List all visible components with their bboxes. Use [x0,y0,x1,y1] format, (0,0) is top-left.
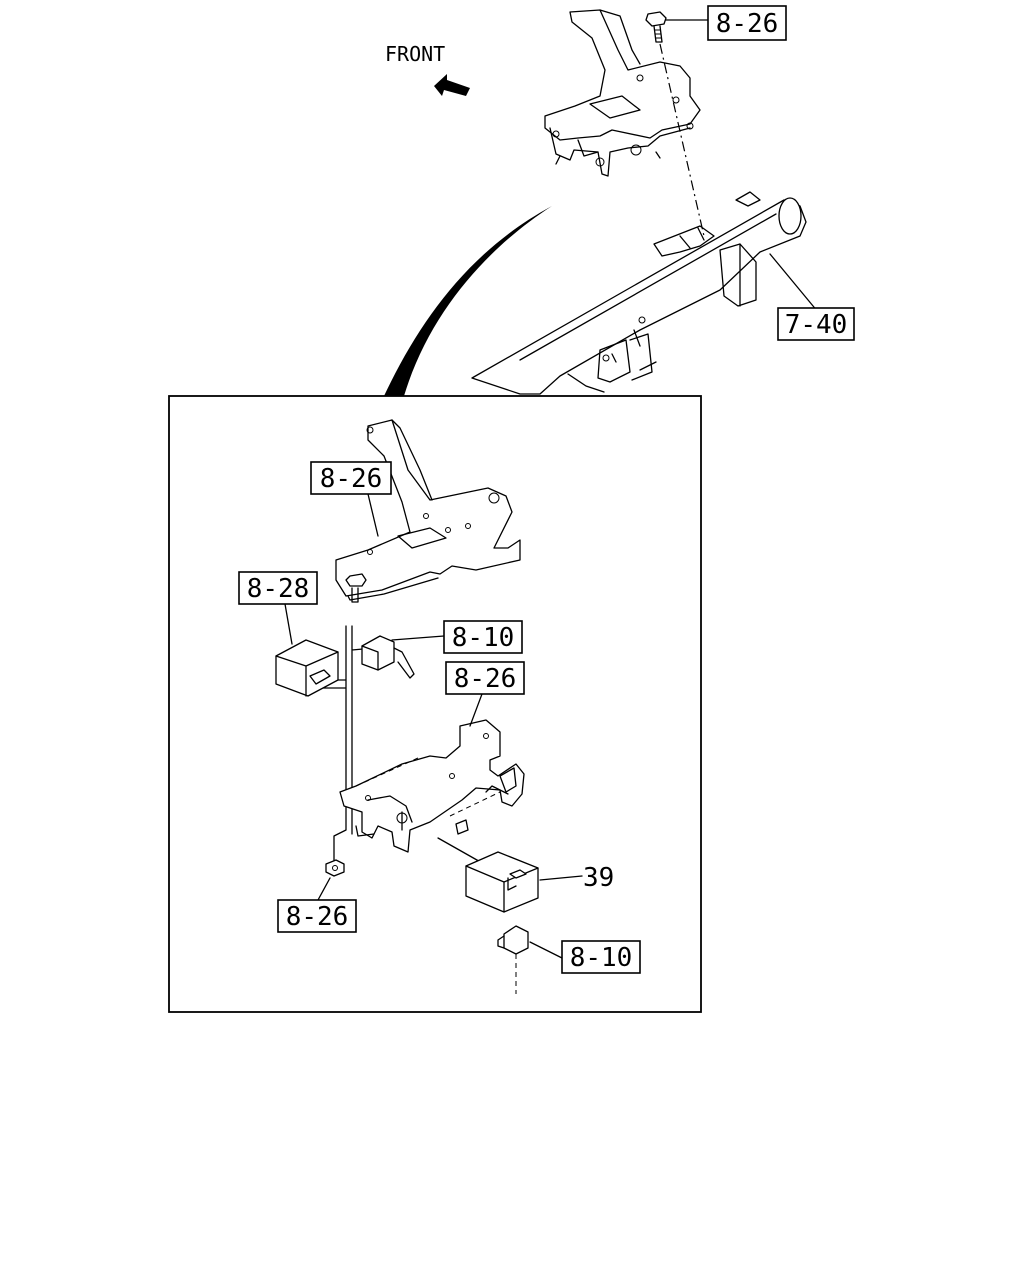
front-indicator: FRONT [385,42,470,96]
detail-upper-bracket [335,419,521,601]
front-label: FRONT [385,42,445,66]
callout-detail-module: 8-28 [238,571,318,605]
front-arrow-icon [434,74,470,96]
detail-lower-bracket [339,719,525,853]
callout-detail-connector-lower: 8-10 [561,940,641,974]
callout-detail-relay: 39 [583,863,614,893]
callout-crossmember: 7-40 [777,307,855,341]
callout-detail-connector-upper: 8-10 [443,620,523,654]
callout-top-bolt-label: 8-26 [716,9,779,39]
upper-bracket-assembly [544,9,701,177]
detail-pointer-arrow [384,206,552,396]
module-8-28 [275,639,339,697]
bolt-icon [645,11,667,43]
callout-crossmember-label: 7-40 [785,310,848,340]
callout-detail-module-label: 8-28 [247,574,310,604]
connector-8-10-lower [497,925,529,994]
callout-detail-nut-label: 8-26 [286,902,349,932]
nut-icon [325,859,345,877]
screw-icon [345,573,367,603]
connector-8-10-upper [361,635,415,679]
crossmember-beam [471,191,807,395]
callout-detail-nut: 8-26 [277,899,357,933]
callout-detail-bracket: 8-26 [310,461,392,495]
callout-detail-connector-lower-label: 8-10 [570,943,633,973]
callout-detail-bracket-label: 8-26 [320,464,383,494]
callout-detail-connector-upper-label: 8-10 [452,623,515,653]
callout-detail-relay-label: 39 [583,863,614,893]
relay-39 [465,851,539,913]
detail-view-frame [168,395,702,1013]
callout-detail-lower-bracket: 8-26 [445,661,525,695]
callout-detail-lower-bracket-label: 8-26 [454,664,517,694]
callout-top-bolt: 8-26 [707,5,787,41]
